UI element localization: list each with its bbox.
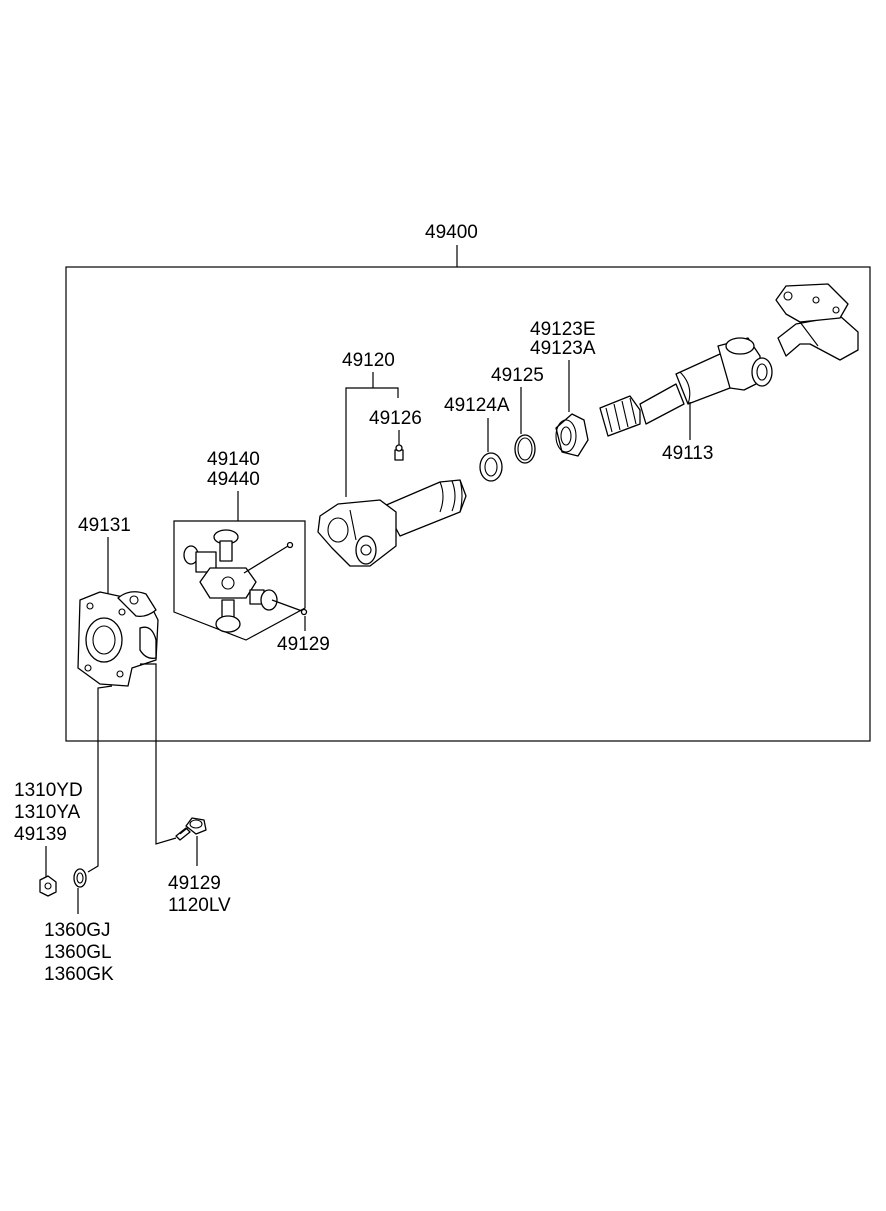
label-49120[interactable]: 49120 <box>342 350 395 371</box>
nut-1310[interactable] <box>39 875 57 897</box>
label-49113[interactable]: 49113 <box>662 443 713 464</box>
label-1360GJ[interactable]: 1360GJ <box>44 920 111 941</box>
label-1360GK[interactable]: 1360GK <box>44 964 114 985</box>
seal-49124A[interactable] <box>479 452 503 482</box>
bolt-49129[interactable] <box>175 817 207 841</box>
label-49131[interactable]: 49131 <box>78 515 131 536</box>
tube-shaft-49113[interactable] <box>599 337 773 437</box>
label-49129-outer[interactable]: 49129 <box>168 873 221 894</box>
label-49125[interactable]: 49125 <box>491 365 544 386</box>
label-1360GL[interactable]: 1360GL <box>44 942 112 963</box>
label-49400[interactable]: 49400 <box>425 222 478 243</box>
label-49139[interactable]: 49139 <box>14 824 67 845</box>
u-joint-kit-box <box>173 520 306 641</box>
flange-yoke-49131[interactable] <box>77 591 159 687</box>
nut-49123[interactable] <box>555 413 589 457</box>
label-49129-inner[interactable]: 49129 <box>277 634 330 655</box>
slip-yoke-49120[interactable] <box>317 479 467 567</box>
label-49123E[interactable]: 49123E <box>530 319 596 340</box>
label-1120LV[interactable]: 1120LV <box>168 895 231 916</box>
label-49126[interactable]: 49126 <box>369 408 422 429</box>
washer-1360[interactable] <box>73 868 87 888</box>
label-49123A[interactable]: 49123A <box>530 338 596 359</box>
label-1310YD[interactable]: 1310YD <box>14 780 83 801</box>
flange-yoke-right[interactable] <box>775 283 859 361</box>
ring-49125[interactable] <box>514 434 536 464</box>
assembly-frame <box>65 266 871 742</box>
label-49440[interactable]: 49440 <box>207 469 260 490</box>
grease-fitting-49126[interactable] <box>394 444 404 461</box>
label-1310YA[interactable]: 1310YA <box>14 802 81 823</box>
u-joint-spider[interactable] <box>183 529 308 633</box>
label-49124A[interactable]: 49124A <box>444 395 510 416</box>
label-49140[interactable]: 49140 <box>207 449 260 470</box>
